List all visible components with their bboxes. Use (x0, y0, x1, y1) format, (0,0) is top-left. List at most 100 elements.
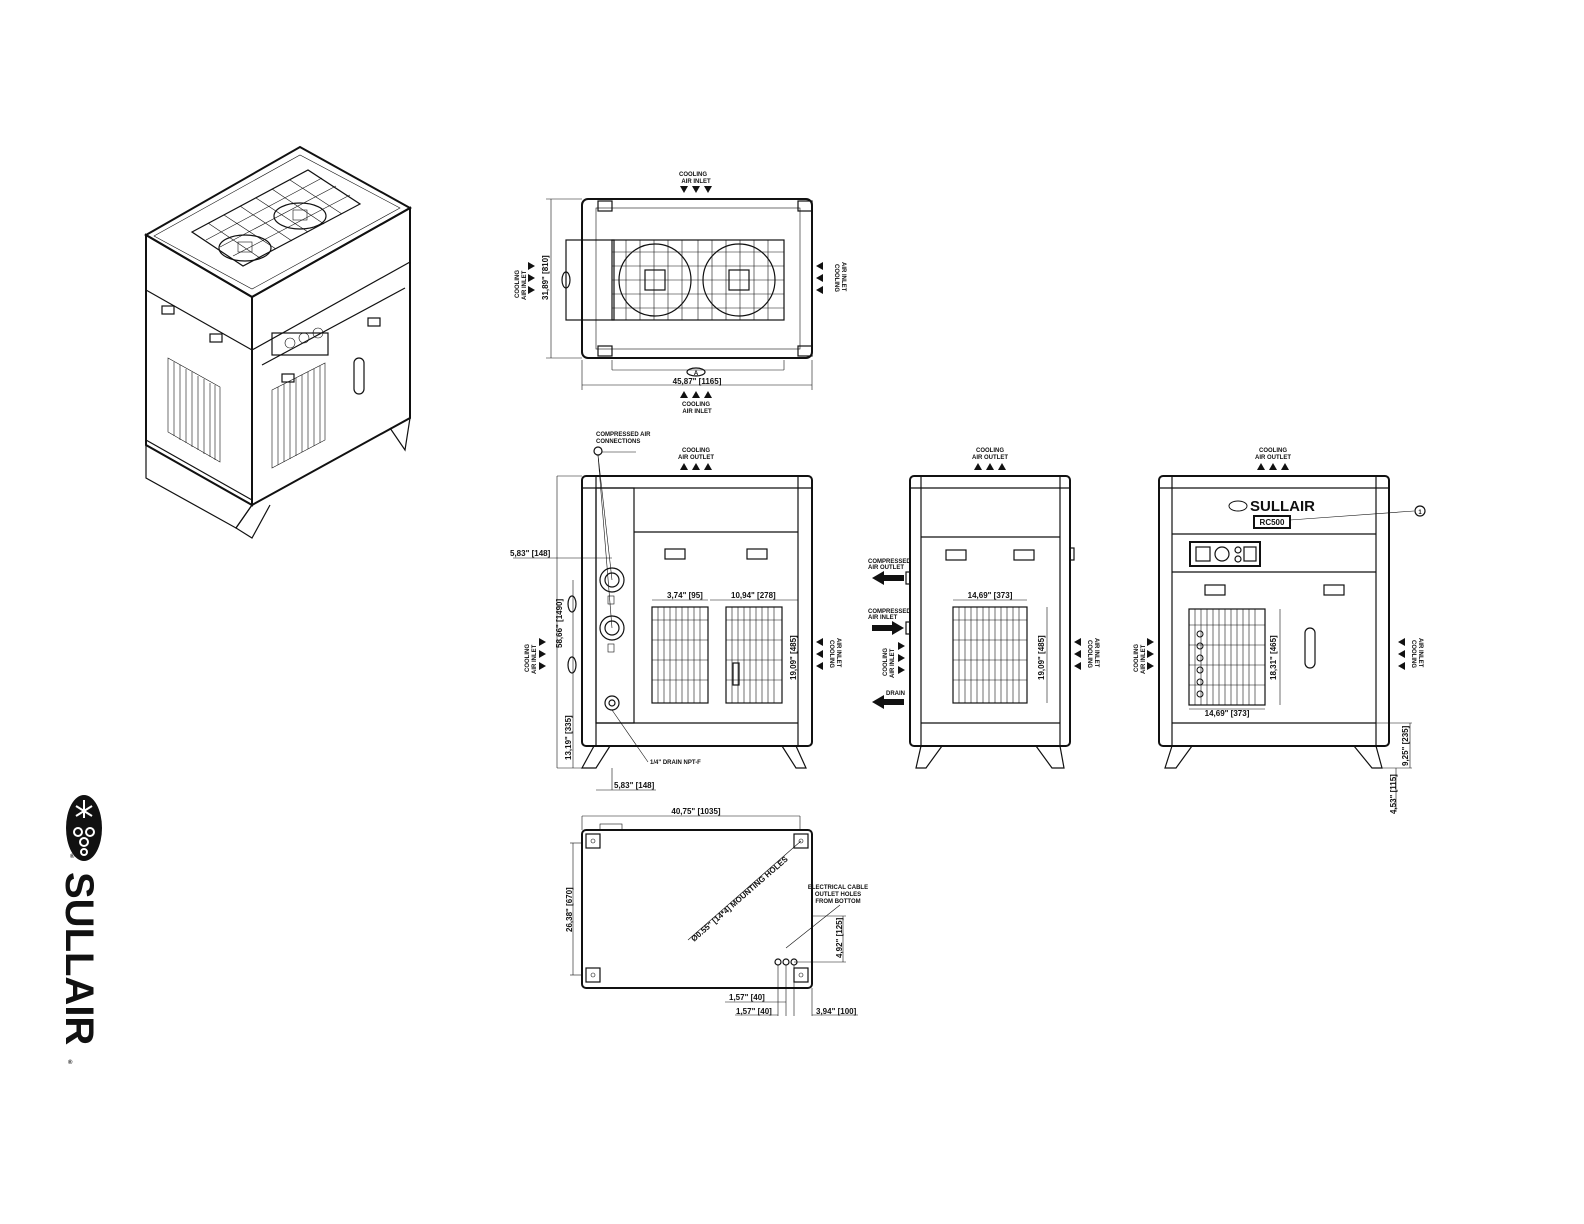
dim-grille-right: 10,94" [278] (731, 591, 776, 600)
dim-hole-offset-1: 1,57" [40] (729, 993, 765, 1002)
side-left-cooling-label: COOLING (883, 648, 889, 676)
model-label: RC500 (1260, 518, 1285, 527)
compressed-air-label-1: COMPRESSED AIR (596, 432, 651, 438)
dim-hole-height: 4,92" [125] (835, 917, 844, 958)
front-cooling-label: COOLING (1259, 448, 1287, 454)
inlet-arrow-icon (1398, 638, 1405, 646)
dim-side-grille-width: 14,69" [373] (968, 591, 1013, 600)
dim-hole-offset-2: 1,57" [40] (736, 1007, 772, 1016)
outlet-left-arrow-icon (872, 571, 904, 585)
outlet-arrow-icon (986, 463, 994, 470)
inlet-arrow-icon (704, 186, 712, 193)
side-cooling-label: COOLING (976, 448, 1004, 454)
inlet-arrow-icon (528, 274, 535, 282)
isometric-view (144, 145, 413, 539)
inlet-arrow-icon (1074, 638, 1081, 646)
inlet-arrow-icon (898, 642, 905, 650)
inlet-arrow-icon (1147, 638, 1154, 646)
dim-base-depth: 26,38" [670] (565, 887, 574, 932)
inlet-arrow-icon (1074, 650, 1081, 658)
rear-air-outlet-label: AIR OUTLET (678, 455, 714, 461)
outlet-arrow-icon (1269, 463, 1277, 470)
side-view: COOLING AIR OUTLET 14,69" [373] 19,09" [… (868, 448, 1099, 769)
compressed-inlet-label-2: AIR INLET (868, 615, 898, 621)
dim-grille-left: 3,74" [95] (667, 591, 703, 600)
top-view: COOLING AIR INLET A (515, 172, 846, 415)
inlet-arrow-icon (816, 650, 823, 658)
compressed-outlet-label-1: COMPRESSED (868, 559, 911, 565)
dim-foot-height: 9,25" [235] (1401, 725, 1410, 766)
front-right-cooling-label: COOLING (1410, 640, 1416, 668)
right-air-inlet-label: AIR INLET (840, 262, 846, 292)
registered-mark-bottom: ® (68, 1059, 73, 1066)
top-cooling-label: COOLING (679, 172, 707, 178)
rear-left-cooling-label: COOLING (525, 644, 531, 672)
dim-hole-offset-3: 3,94" [100] (816, 1007, 857, 1016)
gauge-icon (1214, 546, 1230, 562)
callout-a: A (694, 371, 699, 377)
fan-left (618, 243, 692, 317)
front-right-air-inlet-label: AIR INLET (1417, 638, 1423, 668)
switch-icon (1243, 546, 1257, 562)
outlet-arrow-icon (998, 463, 1006, 470)
rear-right-air-inlet-label: AIR INLET (835, 638, 841, 668)
inlet-arrow-icon (816, 262, 823, 270)
drain-label: DRAIN (886, 691, 905, 697)
dim-front-grille-width: 14,69" [373] (1205, 709, 1250, 718)
cable-outlet-label-2: OUTLET HOLES (815, 892, 861, 898)
rear-right-cooling-label: COOLING (828, 640, 834, 668)
outlet-arrow-icon (692, 463, 700, 470)
inlet-arrow-icon (816, 274, 823, 282)
dim-side-grille-height: 19,09" [485] (1037, 635, 1046, 680)
front-handle (1304, 627, 1316, 669)
front-left-air-inlet-label: AIR INLET (1141, 644, 1147, 674)
side-right-cooling-label: COOLING (1086, 640, 1092, 668)
inlet-arrow-icon (680, 186, 688, 193)
compressed-inlet-label-1: COMPRESSED (868, 609, 911, 615)
left-cooling-label: COOLING (515, 270, 521, 298)
inlet-arrow-icon (898, 654, 905, 662)
dim-width-top: 45,87" [1165] (673, 377, 722, 386)
inlet-arrow-icon (1147, 662, 1154, 670)
front-brand-text: SULLAIR (1250, 498, 1315, 515)
outlet-arrow-icon (704, 463, 712, 470)
cable-outlet-label-3: FROM BOTTOM (815, 899, 860, 905)
inlet-arrow-icon (1147, 650, 1154, 658)
left-air-inlet-label: AIR INLET (522, 270, 528, 300)
side-right-air-inlet-label: AIR INLET (1093, 638, 1099, 668)
sullair-vertical-logo: ® SULLAIR ® (57, 795, 102, 1066)
rear-left-air-inlet-label: AIR INLET (532, 644, 538, 674)
cable-outlet-label-1: ELECTRICAL CABLE (808, 885, 868, 891)
side-left-air-inlet-label: AIR INLET (890, 648, 896, 678)
inlet-arrow-icon (816, 638, 823, 646)
dim-drain-height: 13,19" [335] (564, 715, 573, 760)
right-cooling-label: COOLING (833, 264, 839, 292)
outlet-arrow-icon (1257, 463, 1265, 470)
front-view: COOLING AIR OUTLET SULLAIR RC500 1 (1134, 448, 1426, 814)
outlet-arrow-icon (974, 463, 982, 470)
base-view: 40,75" [1035] 26,38" [670] Ø0.55" [14*4]… (565, 807, 868, 1016)
bottom-cooling-label: COOLING (682, 402, 710, 408)
inlet-arrow-icon (1398, 662, 1405, 670)
inlet-arrow-icon (692, 186, 700, 193)
inlet-arrow-icon (539, 638, 546, 646)
front-air-outlet-label: AIR OUTLET (1255, 455, 1291, 461)
inlet-arrow-icon (692, 391, 700, 398)
inlet-arrow-icon (704, 391, 712, 398)
dim-grille-height: 19,09" [485] (789, 635, 798, 680)
dim-front-grille-height: 18,31" [465] (1269, 635, 1278, 680)
dim-depth-top: 31,89" [810] (541, 255, 550, 300)
rear-view: COMPRESSED AIR CONNECTIONS COOLING AIR O… (510, 432, 841, 791)
inlet-arrow-icon (816, 662, 823, 670)
display-icon (1195, 546, 1211, 562)
inlet-arrow-icon (1074, 662, 1081, 670)
mounting-holes-label: Ø0.55" [14*4] MOUNTING HOLES (689, 854, 790, 943)
inlet-arrow-icon (528, 262, 535, 270)
inlet-arrow-icon (1398, 650, 1405, 658)
dim-conn-lower: 5,83" [148] (614, 781, 655, 790)
rear-cooling-label: COOLING (682, 448, 710, 454)
inlet-arrow-icon (816, 286, 823, 294)
dim-height: 58,66" [1490] (555, 599, 564, 648)
compressed-air-label-2: CONNECTIONS (596, 439, 640, 445)
